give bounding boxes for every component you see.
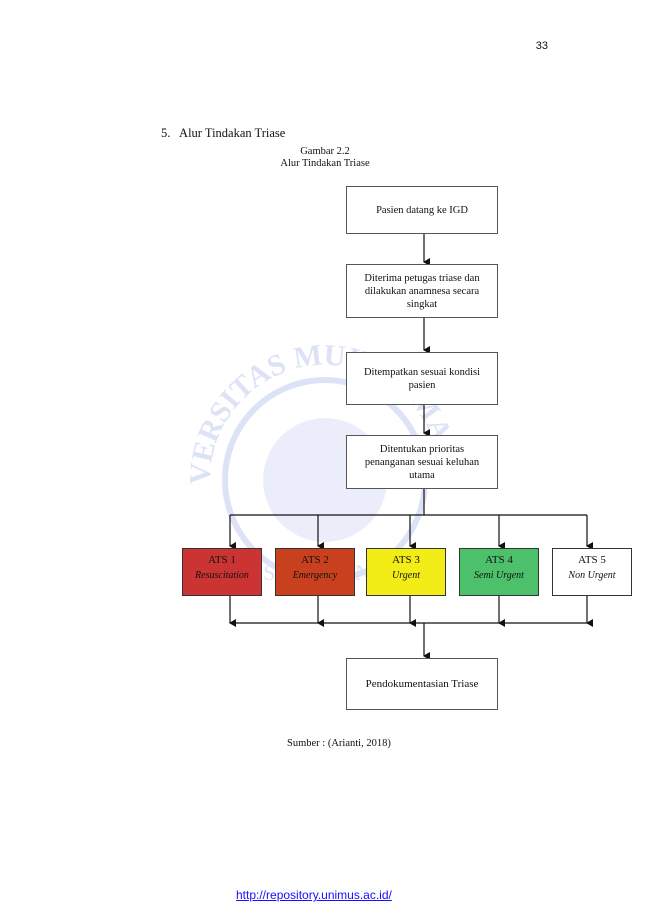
- figure-number: Gambar 2.2: [300, 146, 350, 157]
- ats-5-box: ATS 5 Non Urgent: [552, 548, 632, 596]
- figure-title: Alur Tindakan Triase: [280, 158, 370, 169]
- ats-3-box: ATS 3 Urgent: [366, 548, 446, 596]
- flow-step-arrival: Pasien datang ke IGD: [346, 186, 498, 234]
- ats-5-code: ATS 5: [578, 554, 606, 566]
- flow-step-placement: Ditempatkan sesuai kondisi pasien: [346, 352, 498, 405]
- ats-2-box: ATS 2 Emergency: [275, 548, 355, 596]
- ats-3-label: Urgent: [392, 570, 420, 581]
- ats-3-code: ATS 3: [392, 554, 420, 566]
- ats-1-code: ATS 1: [208, 554, 236, 566]
- repository-link[interactable]: http://repository.unimus.ac.id/: [236, 888, 392, 902]
- flow-step-documentation: Pendokumentasian Triase: [346, 658, 498, 710]
- ats-2-code: ATS 2: [301, 554, 329, 566]
- figure-source: Sumber : (Arianti, 2018): [287, 738, 391, 749]
- flow-step-priority: Ditentukan prioritas penanganan sesuai k…: [346, 435, 498, 489]
- section-heading: 5. Alur Tindakan Triase: [161, 126, 286, 140]
- ats-5-label: Non Urgent: [568, 570, 616, 581]
- flow-step-reception: Diterima petugas triase dan dilakukan an…: [346, 264, 498, 318]
- ats-2-label: Emergency: [292, 570, 338, 581]
- page-number: 33: [535, 40, 548, 52]
- ats-4-box: ATS 4 Semi Urgent: [459, 548, 539, 596]
- ats-1-label: Resuscitation: [195, 570, 249, 581]
- ats-4-code: ATS 4: [485, 554, 513, 566]
- ats-1-box: ATS 1 Resuscitation: [182, 548, 262, 596]
- ats-4-label: Semi Urgent: [474, 570, 524, 581]
